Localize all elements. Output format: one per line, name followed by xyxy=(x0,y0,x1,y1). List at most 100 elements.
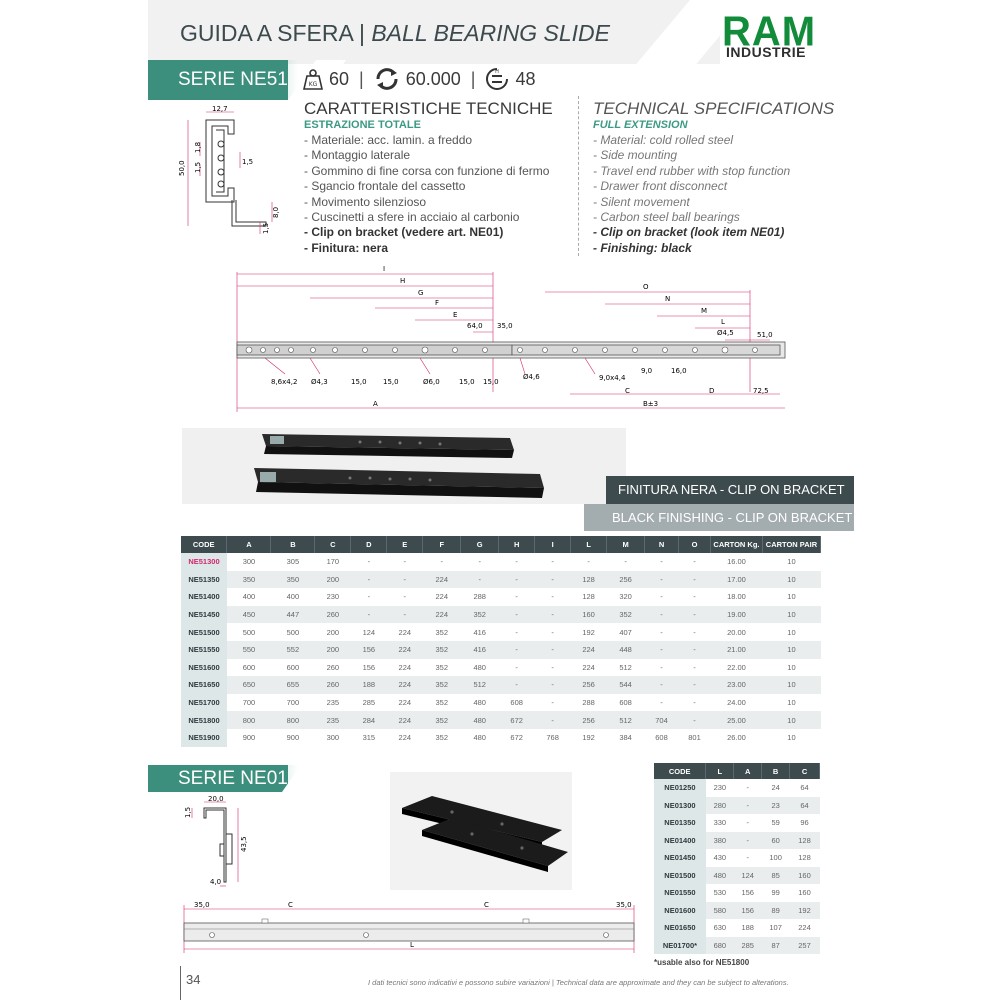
table-cell: 352 xyxy=(422,640,461,659)
table-cell: 655 xyxy=(270,676,315,694)
table-cell: 23 xyxy=(761,796,790,814)
table-code-cell: NE51500 xyxy=(181,623,227,641)
table-cell: 800 xyxy=(270,711,315,729)
table-cell: 87 xyxy=(761,936,790,954)
table-cell: 512 xyxy=(619,662,632,672)
table-cell: 10 xyxy=(762,605,821,624)
table-cell: - xyxy=(386,605,423,624)
table-cell: 224 xyxy=(398,662,412,672)
table-cell: 352 xyxy=(435,662,449,672)
table-cell: 352 xyxy=(422,676,461,694)
table-code-cell: NE01300 xyxy=(654,796,706,814)
table-cell: - xyxy=(386,570,423,589)
table-header-cell: CARTON Kg. xyxy=(710,536,763,553)
table-cell: 224 xyxy=(398,698,412,708)
table-cell: - xyxy=(644,676,679,694)
table-cell: - xyxy=(515,592,518,602)
table-code-cell: NE01700* xyxy=(654,936,706,954)
table-cell: 224 xyxy=(570,640,607,659)
weight-icon: KG xyxy=(303,69,323,90)
table-code-cell: NE51450 xyxy=(181,605,227,624)
dim-C-2: C xyxy=(484,901,489,909)
table-header-cell: E xyxy=(386,536,424,553)
tech-item: - Travel end rubber with stop function xyxy=(593,163,791,178)
tech-item: - Gommino di fine corsa con funzione di … xyxy=(304,163,550,178)
footer-divider xyxy=(180,966,181,1000)
table-cell: 224 xyxy=(386,640,423,659)
finish-banner-it: FINITURA NERA - CLIP ON BRACKET xyxy=(606,476,854,504)
tech-item-bold: - Clip on bracket (look item NE01) xyxy=(593,225,785,240)
dim-d45: Ø4,5 xyxy=(717,329,734,337)
table-cell: 224 xyxy=(422,605,461,624)
table-cell: 768 xyxy=(546,733,559,743)
table-cell: 235 xyxy=(314,711,351,729)
table-cell: 500 xyxy=(286,627,300,637)
table-cell: 480 xyxy=(473,662,486,672)
dim-43-5: 43,5 xyxy=(240,836,248,852)
table-cell: 800 xyxy=(226,711,271,729)
table-cell: - xyxy=(644,640,679,659)
table-cell: 544 xyxy=(606,676,645,694)
table-code-cell: NE01250 xyxy=(654,779,706,797)
table-cell: 900 xyxy=(286,733,300,743)
table-header-cell: C xyxy=(314,536,352,553)
table-cell: 260 xyxy=(314,605,351,624)
table-cell: 256 xyxy=(570,711,607,729)
tech-sub-en: FULL EXTENSION xyxy=(593,119,688,131)
table-cell: - xyxy=(678,640,711,659)
dim-15-d: 15,0 xyxy=(483,378,499,386)
table-cell: - xyxy=(693,698,696,708)
spec-separator: | xyxy=(359,68,364,89)
slide-technical-drawing: I H G F E 64,0 35,0 O N M L Ø4,5 51,0 8,… xyxy=(236,265,786,412)
table-cell: 17.00 xyxy=(710,570,763,589)
table-cell: - xyxy=(660,627,663,637)
table-code-cell: NE01400 xyxy=(654,831,706,849)
table-cell: - xyxy=(733,831,762,849)
dim-d43: Ø4,3 xyxy=(311,378,328,386)
table-cell: 64 xyxy=(789,796,820,814)
ne01-profile-drawing: 20,0 1,5 43,5 4,0 xyxy=(184,795,248,887)
page-title: GUIDA A SFERA | BALL BEARING SLIDE xyxy=(180,20,610,47)
table-cell: - xyxy=(660,698,663,708)
dim-1-5-c: 1,5 xyxy=(262,223,270,234)
table-code-cell: NE01600 xyxy=(654,901,706,919)
table-cell: 500 xyxy=(242,627,256,637)
table-cell: 24.00 xyxy=(727,698,746,708)
table-cell: 416 xyxy=(473,627,486,637)
table-cell: 160 xyxy=(798,888,811,898)
table-cell: 400 xyxy=(242,592,256,602)
table-cell: - xyxy=(746,783,749,793)
table-cell: - xyxy=(534,676,571,694)
dim-51: 51,0 xyxy=(757,331,773,339)
logo-ram: RAM xyxy=(722,8,817,56)
table-cell: 285 xyxy=(362,698,376,708)
ne01-bar-drawing: 35,0 C C 35,0 L xyxy=(183,901,635,953)
dim-9-0: 9,0 xyxy=(641,367,652,375)
table-cell: 230 xyxy=(326,592,340,602)
table-header-cell: N xyxy=(644,536,680,553)
table-cell: 224 xyxy=(798,923,811,933)
bracket-photo xyxy=(402,796,568,872)
table-code-cell: NE51600 xyxy=(181,658,227,677)
tech-item: - Sgancio frontale del cassetto xyxy=(304,179,466,194)
table-cell: 60 xyxy=(761,831,790,849)
table-cell: 704 xyxy=(644,711,679,729)
page-number: 34 xyxy=(186,972,201,987)
table-footnote: *usable also for NE51800 xyxy=(654,958,750,967)
table-header-cell: M xyxy=(606,536,646,553)
dim-4-0: 4,0 xyxy=(210,878,221,886)
table-cell: 285 xyxy=(733,936,762,954)
table-header-cell: C xyxy=(789,763,820,779)
